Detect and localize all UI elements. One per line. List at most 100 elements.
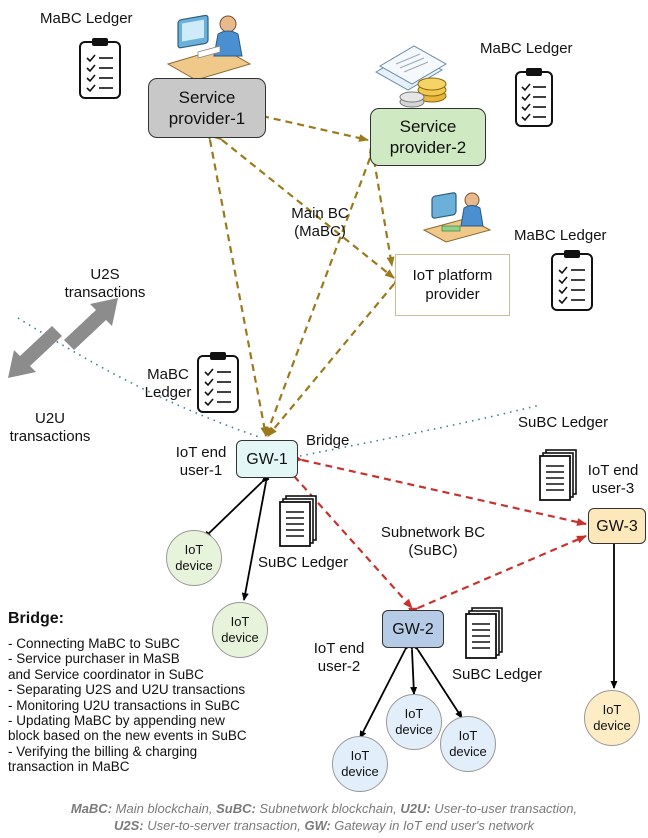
iot-device-line2: device [593, 718, 631, 733]
u2u-transaction-arrow [8, 326, 62, 378]
bridge-label: Bridge [306, 432, 350, 449]
iot-end-user-1-label-line2: user-1 [179, 462, 223, 479]
iot-device-line2: device [449, 744, 487, 759]
main-bc-label-line1: Main BC [291, 205, 349, 222]
iot-device-line1: IoT [602, 702, 622, 717]
iot-end-user-3-label-line2: user-3 [591, 480, 635, 497]
iot-platform-provider-line2: provider [425, 286, 480, 303]
bridge-panel-list: - Connecting MaBC to SuBC - Service purc… [8, 636, 247, 775]
iot-end-user-2-label-line1: IoT end [313, 640, 365, 657]
subnetwork-bc-label: Subnetwork BC (SuBC) [378, 524, 488, 560]
bridge-panel-item: - Verifying the billing & charging [8, 743, 198, 759]
main-bc-label: Main BC (MaBC) [280, 205, 360, 241]
caption-def-u2u: User-to-user transaction, [430, 801, 578, 816]
iot-device-line1: IoT [404, 706, 424, 721]
u2u-transactions-label-line2: transactions [9, 428, 91, 445]
u2s-transactions-label-line2: transactions [64, 284, 146, 301]
main-bc-label-line2: (MaBC) [294, 223, 346, 240]
u2s-transactions-label-line1: U2S [90, 266, 120, 283]
u2u-transactions-label: U2U transactions [0, 410, 100, 446]
mabc-ledger-label-iotp: MaBC Ledger [514, 227, 607, 244]
gw-2-node: GW-2 [382, 610, 444, 648]
subc-ledger-label-gw1: SuBC Ledger [258, 554, 349, 571]
person-at-desk-icon [166, 14, 252, 81]
clipboard-icon [515, 68, 553, 127]
person-at-desk-icon [422, 192, 492, 243]
bridge-panel-item: - Monitoring U2U transactions in SuBC [8, 697, 240, 713]
u2s-transaction-arrow [64, 298, 118, 350]
service-provider-1-line1: Service [178, 88, 236, 107]
iot-platform-provider-line1: IoT platform [412, 267, 493, 284]
documents-and-coins-icon [374, 45, 448, 108]
caption-term-gw: GW: [304, 818, 331, 833]
mabc-ledger-label-gw1-line1: MaBC [147, 366, 189, 383]
bridge-panel-title: Bridge: [8, 610, 64, 627]
iot-device-line2: device [175, 558, 213, 573]
gw-3-node: GW-3 [588, 508, 646, 544]
caption-line-2: U2S: User-to-server transaction, GW: Gat… [0, 817, 648, 834]
caption-def-u2s: User-to-server transaction, [143, 818, 305, 833]
mabc-link-sp2-iotp [368, 150, 395, 267]
iot-device-line1: IoT [230, 614, 250, 629]
bridge-panel-item: block based on the new events in SuBC [8, 728, 247, 744]
subc-ledger-label-gw2: SuBC Ledger [452, 666, 543, 683]
gw-1-node: GW-1 [236, 440, 298, 478]
device-link-gw2-b [408, 642, 418, 695]
document-stack-icon [465, 607, 503, 659]
service-provider-2-line1: Service [399, 117, 457, 136]
subc-link-gw1-gw3 [292, 454, 587, 526]
iot-device-line2: device [341, 764, 379, 779]
caption-def-gw: Gateway in IoT end user's network [330, 818, 535, 833]
mabc-ledger-label-gw1: MaBC Ledger [140, 366, 196, 402]
mabc-link-sp1-sp2 [252, 110, 369, 142]
u2s-transactions-label: U2S transactions [50, 266, 160, 302]
iot-platform-provider-node: IoT platform provider [395, 254, 510, 316]
iot-device-line2: device [395, 722, 433, 737]
bridge-panel-item: - Separating U2S and U2U transactions [8, 682, 246, 698]
bridge-panel-item: - Updating MaBC by appending new [8, 713, 225, 729]
caption-term-mabc: MaBC: [70, 801, 113, 816]
mabc-link-iotp-gw1 [267, 274, 403, 437]
caption-term-u2s: U2S: [113, 818, 144, 833]
iot-end-user-3-label-line1: IoT end [587, 462, 639, 479]
document-stack-icon [279, 495, 317, 547]
clipboard-icon [79, 38, 121, 99]
iot-end-user-2-label-line2: user-2 [317, 658, 361, 675]
bridge-panel-item: and Service coordinator in SuBC [8, 666, 204, 682]
device-link-gw1-a [203, 474, 270, 539]
document-stack-icon [539, 449, 577, 501]
mabc-link-sp2-gw1 [264, 148, 377, 437]
iot-device-line1: IoT [184, 542, 204, 557]
clipboard-icon [197, 352, 239, 413]
service-provider-1-line2: provider-1 [168, 109, 246, 128]
iot-end-user-2-label: IoT end user-2 [304, 640, 374, 676]
device-link-gw2-c [411, 642, 463, 719]
caption-def-subc: Subnetwork blockchain, [255, 801, 401, 816]
iot-end-user-1-label: IoT end user-1 [166, 444, 236, 480]
figure-caption: MaBC: Main blockchain, SuBC: Subnetwork … [0, 800, 648, 834]
device-link-gw2-a [359, 642, 412, 739]
subnetwork-bc-label-line2: (SuBC) [408, 542, 458, 559]
network-boundary-right [299, 404, 541, 457]
caption-term-subc: SuBC: [216, 801, 256, 816]
bridge-panel-item: - Connecting MaBC to SuBC [8, 636, 180, 651]
mabc-ledger-label-gw1-line2: Ledger [144, 384, 192, 401]
caption-line-1: MaBC: Main blockchain, SuBC: Subnetwork … [0, 800, 648, 817]
clipboard-icon [551, 250, 593, 311]
iot-device-line2: device [221, 630, 259, 645]
service-provider-1-node: Service provider-1 [148, 78, 266, 138]
iot-end-user-3-label: IoT end user-3 [578, 462, 648, 498]
subnetwork-bc-label-line1: Subnetwork BC [380, 524, 486, 541]
mabc-ledger-label-sp2: MaBC Ledger [480, 40, 573, 57]
iot-device-line1: IoT [458, 728, 478, 743]
subc-ledger-label-top: SuBC Ledger [518, 414, 609, 431]
caption-def-mabc: Main blockchain, [112, 801, 217, 816]
device-link-gw1-b [241, 474, 271, 601]
